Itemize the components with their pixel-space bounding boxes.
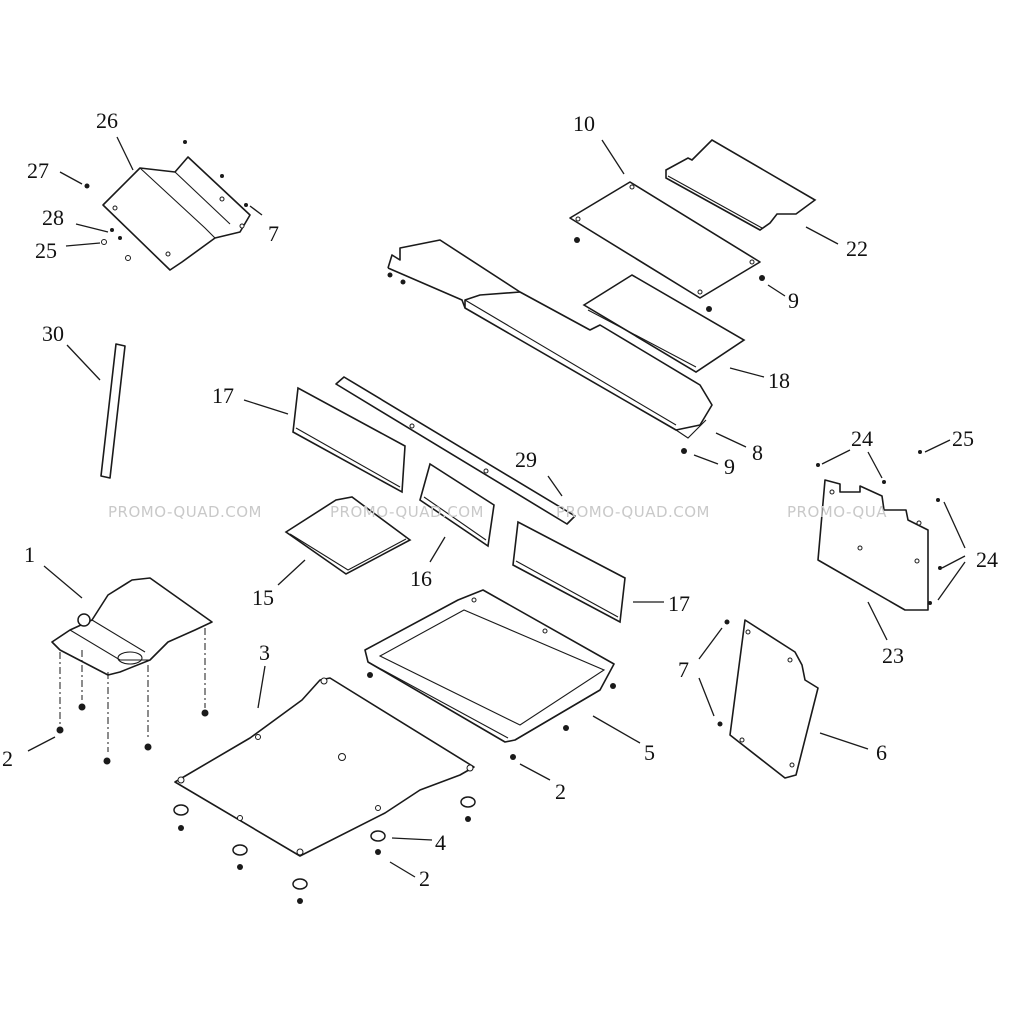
watermark-text: PROMO-QUAD.COM <box>108 503 262 521</box>
part-23-panel <box>817 479 929 611</box>
part-17-pad-left <box>292 386 406 494</box>
part-26-bracket <box>102 156 251 271</box>
part-29-bar <box>335 376 576 525</box>
part-1-bracket <box>51 577 213 676</box>
callout-17: 17 <box>212 383 234 408</box>
callout-7: 7 <box>678 657 689 682</box>
callout-5: 5 <box>644 740 655 765</box>
part-4-grommets <box>173 796 476 904</box>
callout-3: 3 <box>259 640 270 665</box>
part-6-panel <box>717 619 819 779</box>
part-18-pad <box>582 274 746 373</box>
callout-7: 7 <box>268 221 279 246</box>
callout-2: 2 <box>419 866 430 891</box>
leader-lines <box>27 136 966 878</box>
watermarks: PROMO-QUAD.COM PROMO-QUAD.COM PROMO-QUAD… <box>108 503 887 521</box>
part-8-rail <box>387 239 713 454</box>
callout-25: 25 <box>952 426 974 451</box>
callout-25: 25 <box>35 238 57 263</box>
watermark-text: PROMO-QUA <box>787 503 887 521</box>
callout-2: 2 <box>2 746 13 771</box>
callout-23: 23 <box>882 643 904 668</box>
callout-6: 6 <box>876 740 887 765</box>
callout-10: 10 <box>573 111 595 136</box>
part-3-floor-panel <box>174 677 475 857</box>
callout-22: 22 <box>846 236 868 261</box>
part-15-mat <box>284 496 412 575</box>
watermark-text: PROMO-QUAD.COM <box>556 503 710 521</box>
callout-24: 24 <box>976 547 998 572</box>
callout-labels: 26 27 28 25 7 30 1 2 3 4 2 2 5 6 7 8 9 1… <box>2 108 998 891</box>
callout-9: 9 <box>724 454 735 479</box>
part-5-tray <box>364 589 616 760</box>
bracket-screws <box>84 140 248 261</box>
callout-16: 16 <box>410 566 432 591</box>
part-17-pad-right <box>512 520 626 624</box>
callout-4: 4 <box>435 830 446 855</box>
part-1-dash-lines <box>56 628 209 765</box>
part-22-pad <box>665 138 817 231</box>
callout-9: 9 <box>788 288 799 313</box>
part-23-screws <box>816 450 942 605</box>
callout-2: 2 <box>555 779 566 804</box>
callout-18: 18 <box>768 368 790 393</box>
callout-15: 15 <box>252 585 274 610</box>
callout-24: 24 <box>851 426 873 451</box>
watermark-text: PROMO-QUAD.COM <box>330 503 484 521</box>
callout-27: 27 <box>27 158 49 183</box>
callout-30: 30 <box>42 321 64 346</box>
callout-17: 17 <box>668 591 690 616</box>
callout-8: 8 <box>752 440 763 465</box>
part-10-plate <box>569 181 765 312</box>
callout-26: 26 <box>96 108 118 133</box>
callout-28: 28 <box>42 205 64 230</box>
part-16-pad <box>419 462 495 548</box>
callout-1: 1 <box>24 542 35 567</box>
part-30-rod <box>100 343 126 479</box>
callout-29: 29 <box>515 447 537 472</box>
